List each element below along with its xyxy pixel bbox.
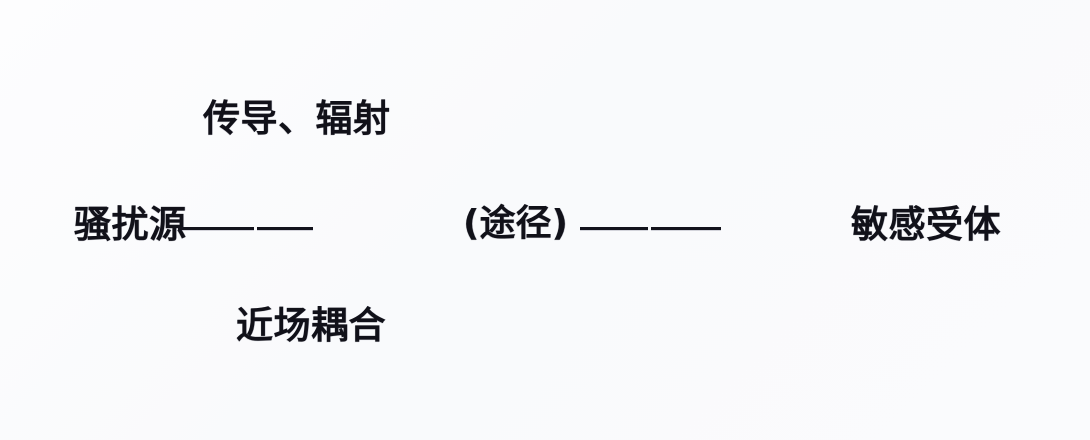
annotation-conducted-radiated: 传导、辐射 bbox=[203, 97, 391, 140]
connector-segment bbox=[651, 227, 721, 230]
connector-gap bbox=[313, 227, 316, 230]
connector-source-to-path bbox=[178, 227, 456, 230]
node-interference-source: 骚扰源 bbox=[74, 203, 187, 246]
node-sensitive-receptor: 敏感受体 bbox=[851, 203, 1001, 246]
connector-segment bbox=[580, 227, 648, 230]
connector-path-to-victim bbox=[580, 227, 856, 230]
connector-segment bbox=[178, 227, 254, 230]
connector-segment bbox=[257, 227, 313, 230]
connector-gap bbox=[721, 227, 724, 230]
interference-chain-row: 骚扰源 (途径) 敏感受体 bbox=[0, 196, 1090, 258]
node-coupling-path: (途径) bbox=[463, 203, 568, 244]
annotation-near-field-coupling: 近场耦合 bbox=[236, 304, 386, 347]
